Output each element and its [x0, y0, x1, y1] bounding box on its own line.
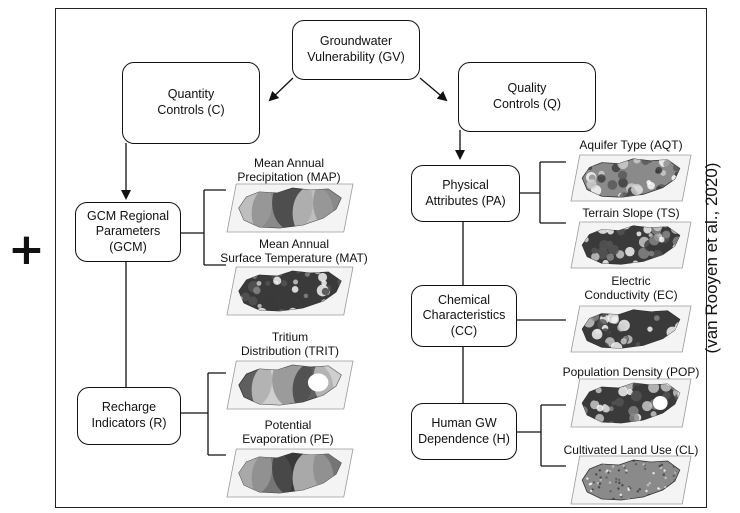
node-r-line2: Indicators (R): [91, 416, 167, 430]
label-mat-line1: Mean Annual: [258, 237, 330, 251]
node-gv-line1: Groundwater: [319, 34, 393, 49]
node-c-line2: Controls (C): [157, 103, 225, 117]
population-map-icon: [570, 378, 692, 428]
label-cultivated-land-use: Cultivated Land Use (CL): [556, 443, 706, 457]
label-mat-line2: Surface Temperature (MAT): [220, 251, 368, 266]
label-ec-line2: Conductivity (EC): [584, 288, 678, 303]
label-pop-line1: Population Density (POP): [562, 365, 700, 379]
arrow-gv-to-q: [419, 77, 448, 102]
evaporation-map-icon: [226, 448, 354, 498]
label-trit-line1: Tritium: [271, 330, 309, 344]
label-map-line1: Mean Annual: [253, 156, 325, 170]
label-aquifer-type: Aquifer Type (AQT): [566, 138, 696, 152]
node-pa-line2: Attributes (PA): [425, 193, 506, 208]
temperature-map-icon: [226, 266, 354, 316]
node-c-line1: Quantity: [167, 87, 215, 102]
conductivity-map-icon: [570, 305, 692, 353]
aquifer-map-icon: [570, 154, 692, 202]
node-h-line2: Dependence (H): [418, 431, 510, 446]
citation-label: (van Rooyen et al., 2020): [702, 162, 721, 354]
label-ts-line1: Terrain Slope (TS): [582, 206, 680, 220]
label-ec-line1: Electric: [611, 274, 651, 288]
label-aqt-line1: Aquifer Type (AQT): [579, 138, 683, 152]
tritium-map-icon: [226, 360, 354, 410]
node-r-line1: Recharge: [101, 400, 157, 415]
label-pe-line2: Evaporation (PE): [242, 432, 334, 447]
label-cl-line1: Cultivated Land Use (CL): [563, 443, 699, 457]
node-cc-line3: (CC): [450, 323, 478, 338]
node-gcm-line1: GCM Regional: [87, 208, 169, 223]
slope-map-icon: [570, 221, 692, 269]
plus-sign: +: [8, 224, 45, 275]
node-q-line2: Controls (Q): [492, 97, 562, 111]
node-cc-line2: Characteristics: [422, 308, 506, 323]
node-gv-line2: Vulnerability (GV): [307, 50, 405, 64]
label-population-density: Population Density (POP): [556, 365, 706, 379]
node-h-line1: Human GW: [431, 415, 497, 430]
node-pa-line1: Physical: [442, 177, 489, 192]
label-trit-line2: Distribution (TRIT): [240, 344, 339, 359]
label-pe-line1: Potential: [264, 418, 312, 432]
arrow-gv-to-c: [268, 77, 294, 102]
precipitation-map-icon: [226, 183, 354, 233]
label-map-line2: Precipitation (MAP): [237, 170, 341, 185]
node-gcm-line2: Parameters (GCM): [95, 224, 161, 254]
label-terrain-slope: Terrain Slope (TS): [566, 206, 696, 220]
landuse-map-icon: [570, 455, 692, 505]
node-cc-line1: Chemical: [437, 292, 491, 307]
node-q-line1: Quality: [507, 81, 547, 96]
